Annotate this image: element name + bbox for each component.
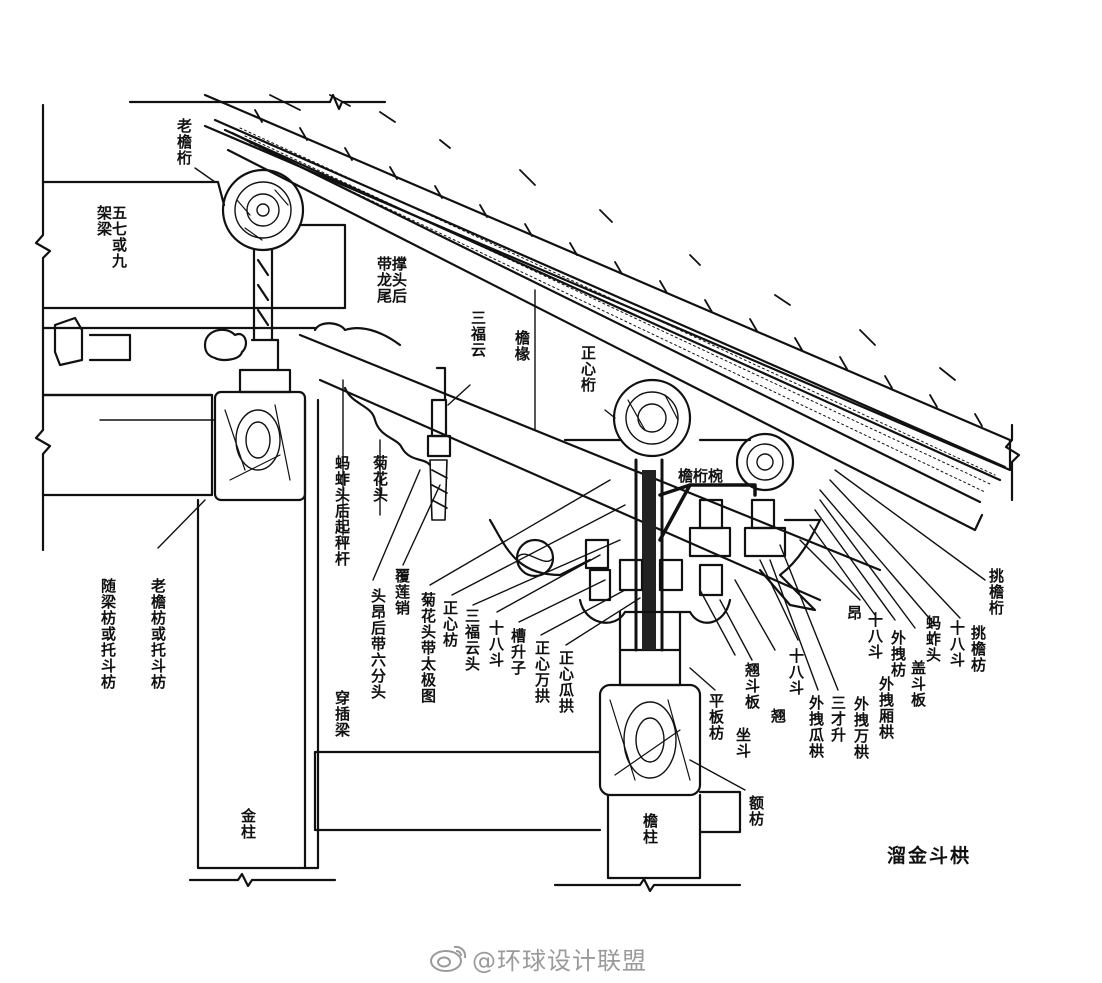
main-beam <box>41 180 347 310</box>
label-lotus-pin: 覆莲销 <box>393 568 411 616</box>
watermark-text: @环球设计联盟 <box>472 947 647 975</box>
lever-arm-bottom <box>318 378 822 602</box>
roof-mortar <box>239 127 996 493</box>
label-central-gua-gong: 正心瓜拱 <box>557 650 575 714</box>
label-grasshopper-head: 蚂蚱头 <box>924 615 942 663</box>
chuan-cha-beam <box>313 750 602 832</box>
cap-block <box>238 338 292 394</box>
label-eighteen-dou-1: 十八斗 <box>487 620 505 668</box>
label-outer-gua-gong: 外拽瓜栱 <box>807 695 825 759</box>
roof-tile-surface <box>203 93 1012 472</box>
label-central-beam: 正心枋 <box>441 600 459 648</box>
label-seat-dou: 坐斗 <box>734 727 752 759</box>
label-qiao-dou-board: 翘斗板 <box>743 662 761 710</box>
label-brace-dragon-tail: 撑头后带龙尾 <box>375 256 408 304</box>
label-eighteen-dou-3: 十八斗 <box>866 612 884 660</box>
golden-column-break <box>188 872 337 888</box>
label-central-wan-gong: 正心万拱 <box>533 640 551 704</box>
label-outer-xiang-gong: 外拽厢栱 <box>877 676 895 740</box>
old-eave-purlin <box>221 168 305 252</box>
label-eave-rafter: 檐椽 <box>513 330 531 362</box>
label-cover-dou-board: 盖斗板 <box>909 660 927 708</box>
eave-lift-purlin <box>735 432 795 492</box>
label-purlin-bowl: 檐桁椀 <box>678 467 724 485</box>
label-qiao: 翘 <box>769 708 787 724</box>
label-main-beam: 五七或九架梁 <box>95 205 128 269</box>
label-cloud-head: 三福云头 <box>463 608 481 672</box>
label-beam-under: 随梁枋或托斗枋 <box>99 578 117 690</box>
label-taiji-head: 菊花头带太极图 <box>419 592 437 704</box>
plate-beam <box>618 648 682 687</box>
roof-board-line <box>213 118 1007 469</box>
label-first-cantilever: 头昂后带六分头 <box>369 588 387 700</box>
top-border-left <box>128 93 387 111</box>
roof-tiles <box>254 94 983 427</box>
eave-column-break <box>553 877 742 893</box>
leader-lines <box>99 167 986 791</box>
central-post-dark <box>642 470 656 650</box>
lever-arm-top <box>298 333 882 572</box>
label-lever: 蚂蚱头后起秤杆 <box>333 455 351 567</box>
eave-column <box>606 793 702 880</box>
label-old-eave-beam: 老檐枋或托斗枋 <box>149 578 167 690</box>
label-architrave: 额枋 <box>747 795 765 827</box>
label-old-eave-purlin: 老檐桁 <box>175 118 193 166</box>
central-purlin <box>612 378 692 458</box>
label-eave-lift-purlin-1: 挑檐桁 <box>987 568 1005 616</box>
roof-rafter-bottom <box>226 148 984 532</box>
label-groove-sheng: 槽升子 <box>509 628 527 676</box>
purlin-bowl <box>658 483 757 542</box>
left-break-line <box>34 103 52 552</box>
lotus-pin <box>426 366 452 521</box>
sui-liang-fang-block <box>41 393 214 497</box>
taiji-head <box>488 518 592 578</box>
eave-column-block-side <box>698 790 742 834</box>
weibo-logo-icon <box>430 945 467 972</box>
label-eighteen-dou-2: 十八斗 <box>787 648 805 696</box>
old-eave-beam-block <box>213 390 307 502</box>
label-outer-wan-gong: 外拽万栱 <box>852 696 870 760</box>
central-post <box>634 458 664 652</box>
roof-board-line-2 <box>223 128 1002 482</box>
dragon-tail <box>313 322 402 347</box>
eave-column-block <box>598 683 702 797</box>
label-eighteen-dou-4: 十八斗 <box>948 620 966 668</box>
bracket-blocks <box>578 498 822 652</box>
label-golden-column: 金柱 <box>239 808 257 840</box>
label-ang: 昂 <box>845 605 863 621</box>
label-eave-column: 檐柱 <box>641 813 659 845</box>
right-break-line <box>1004 423 1021 502</box>
label-through-beam: 穿插梁 <box>333 690 351 738</box>
label-eave-lift-beam: 挑檐枋 <box>969 625 987 673</box>
label-three-talent-sheng: 三才升 <box>829 695 847 743</box>
label-central-purlin: 正心桁 <box>579 345 597 393</box>
diagram-title: 溜金斗栱 <box>887 845 972 867</box>
chrysanthemum-scallops <box>343 386 432 467</box>
roof <box>203 93 1012 532</box>
label-flat-board-beam: 平板枋 <box>707 693 725 741</box>
old-eave-purlin-post <box>252 248 274 342</box>
label-outer-beam: 外拽枋 <box>889 630 907 678</box>
golden-column <box>196 398 320 870</box>
label-san-fu-yun: 三福云 <box>469 310 487 358</box>
left-small-block <box>53 316 132 367</box>
label-chrysanthemum-head: 菊花头 <box>371 455 389 503</box>
cloud-ornament <box>203 328 248 362</box>
roof-rafter-top <box>230 131 982 504</box>
